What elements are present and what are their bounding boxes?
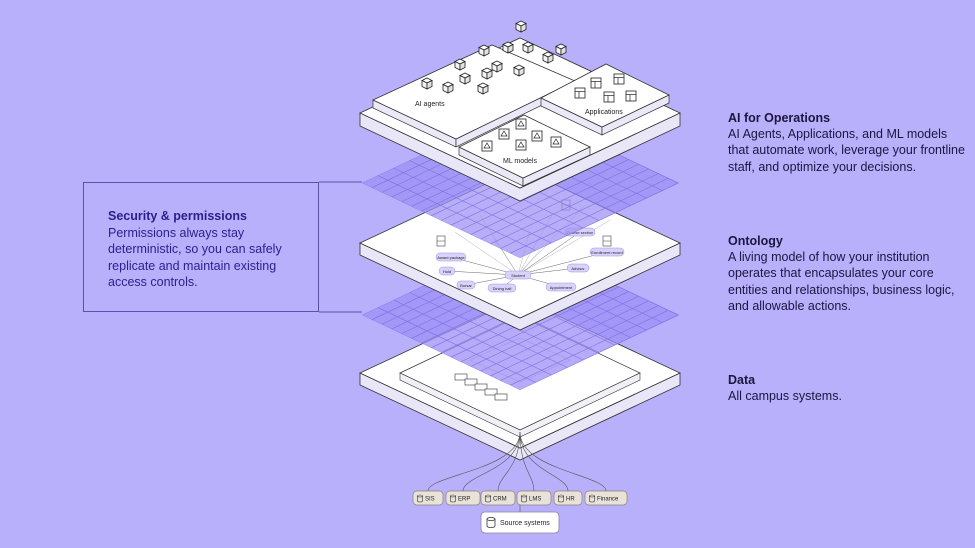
source-chip: Finance — [584, 490, 628, 506]
agent-cube-icon — [513, 64, 525, 77]
application-window-icon — [574, 87, 586, 99]
ml-model-icon — [531, 130, 543, 142]
ontology-edge — [454, 231, 519, 276]
agent-cube-icon — [478, 44, 490, 57]
source-chip-label: Finance — [597, 497, 619, 503]
ml-model-icon — [550, 136, 562, 148]
agent-cube-icon — [522, 41, 534, 54]
ontology-body: A living model of how your institution o… — [728, 250, 955, 313]
ontology-node: Student — [504, 270, 532, 280]
grid-line — [409, 160, 568, 236]
security-body: Permissions always stay deterministic, s… — [108, 226, 282, 289]
source-chip: LMS — [516, 490, 552, 506]
ai-agents-label: AI agents — [415, 101, 445, 108]
agent-cube-icon — [442, 81, 454, 94]
source-connector — [497, 431, 521, 492]
ontology-node: Advisor — [566, 263, 590, 273]
source-connector — [519, 431, 569, 492]
ontology-node-label: Appointment — [550, 285, 573, 290]
grid-line — [377, 307, 536, 383]
ml-model-icon — [481, 140, 493, 152]
grid-line — [393, 167, 552, 244]
application-window-icon — [613, 73, 625, 85]
ontology-node-label: Dining hall — [493, 286, 512, 291]
ontology-section: Ontology A living model of how your inst… — [728, 233, 968, 314]
data-title: Data — [728, 373, 756, 387]
applications-label: Applications — [585, 109, 623, 116]
application-window-icon — [603, 91, 615, 103]
ontology-node: Award package — [435, 252, 467, 262]
building-icon — [602, 235, 612, 247]
ai-ops-body: AI Agents, Applications, and ML models t… — [728, 127, 965, 174]
source-chip: SIS — [412, 490, 444, 506]
agent-cube-icon — [454, 58, 466, 71]
source-connector — [519, 431, 535, 492]
agent-cube-icon — [421, 77, 433, 90]
database-icon — [486, 517, 496, 528]
agent-cube-icon — [515, 20, 527, 33]
ontology-node-label: Advisor — [571, 266, 585, 271]
agent-cube-icon — [542, 51, 554, 64]
ontology-edge — [517, 231, 581, 276]
ontology-edge — [517, 219, 611, 276]
ontology-node-label: Award package — [437, 255, 465, 260]
source-systems-label: Source systems — [500, 520, 550, 527]
database-icon — [521, 494, 527, 503]
agent-cube-icon — [481, 67, 493, 80]
ontology-node: Appointment — [545, 282, 577, 292]
agent-cube-icon — [555, 43, 567, 56]
ontology-node: Bursar — [456, 280, 476, 290]
security-callout: Security & permissions Permissions alway… — [83, 182, 319, 312]
ontology-title: Ontology — [728, 234, 783, 248]
agent-cube-icon — [491, 60, 503, 73]
database-icon — [417, 494, 423, 503]
grid-line — [393, 299, 552, 376]
building-icon — [436, 235, 446, 247]
database-icon — [485, 494, 491, 503]
source-chip-label: HR — [566, 497, 575, 503]
security-title: Security & permissions — [108, 209, 247, 223]
data-section: Data All campus systems. — [728, 372, 968, 404]
source-systems-box: Source systems — [480, 511, 560, 534]
ontology-node: Hold — [438, 266, 456, 276]
grid-line — [409, 292, 568, 368]
agent-cube-icon — [477, 82, 489, 95]
application-window-icon — [625, 90, 637, 102]
source-chip-label: CRM — [493, 497, 507, 503]
ml-model-icon — [515, 139, 527, 151]
ai-ops-section: AI for Operations AI Agents, Application… — [728, 110, 968, 175]
application-window-icon — [590, 77, 602, 89]
data-body: All campus systems. — [728, 389, 842, 403]
agent-cube-icon — [502, 41, 514, 54]
source-chip-label: LMS — [529, 497, 541, 503]
database-icon — [450, 494, 456, 503]
database-icon — [589, 494, 595, 503]
source-chip: CRM — [480, 490, 516, 506]
ontology-node-label: Course section — [567, 230, 594, 235]
agent-cube-icon — [459, 72, 471, 85]
source-chip-label: ERP — [458, 497, 470, 503]
source-chip: ERP — [445, 490, 481, 506]
ontology-node-label: Bursar — [460, 283, 472, 288]
source-connector — [462, 431, 521, 492]
ontology-node: Dining hall — [487, 283, 517, 293]
grid-line — [377, 175, 536, 251]
ontology-node: Enrollment record — [589, 247, 625, 257]
ontology-node-label: Student — [511, 273, 526, 278]
ontology-node-label: Hold — [443, 269, 451, 274]
source-chip-label: SIS — [425, 497, 435, 503]
ai-ops-title: AI for Operations — [728, 111, 831, 125]
ml-model-icon — [515, 118, 527, 130]
source-chip: HR — [553, 490, 583, 506]
source-connector — [427, 431, 521, 492]
source-connector — [519, 431, 607, 492]
database-icon — [558, 494, 564, 503]
ontology-node-label: Enrollment record — [591, 250, 623, 255]
ml-model-icon — [498, 128, 510, 140]
ml-models-label: ML models — [503, 158, 537, 165]
